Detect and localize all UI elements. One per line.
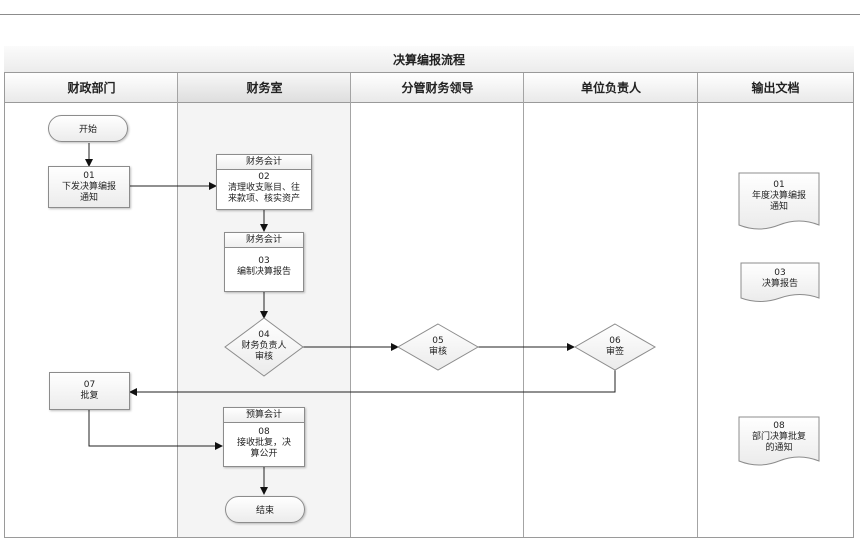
step-03-number: 03 — [258, 256, 270, 266]
lane-header-finance-office: 财务室 — [178, 73, 351, 103]
step-05-label: 05 审核 — [398, 336, 478, 358]
step-04-number: 04 — [258, 330, 270, 340]
document-08-text: 部门决算批复 — [751, 432, 806, 442]
step-07-box: 07 批复 — [49, 372, 130, 410]
step-02-text: 清理收支账目、往 — [227, 183, 300, 193]
lane-header-unit-head: 单位负责人 — [524, 73, 698, 103]
step-07-number: 07 — [83, 380, 96, 390]
document-08-number: 08 — [773, 421, 785, 431]
step-04-text: 财务负责人 — [241, 341, 287, 351]
step-01-box: 01 下发决算编报 通知 — [48, 166, 130, 208]
document-08-text-2: 的通知 — [765, 443, 793, 453]
step-03-text: 编制决算报告 — [236, 267, 291, 277]
step-04-label: 04 财务负责人 审核 — [224, 330, 304, 363]
step-01-number: 01 — [83, 170, 95, 181]
step-08-number: 08 — [258, 427, 270, 437]
step-05-number: 05 — [432, 336, 444, 346]
step-08-box: 预算会计 08 接收批复，决 算公开 — [223, 407, 305, 467]
step-06-text: 审签 — [605, 347, 624, 357]
step-06-number: 06 — [609, 336, 621, 346]
step-07-text: 批复 — [80, 391, 99, 401]
step-02-text-2: 来款项、核实资产 — [227, 194, 300, 204]
step-05-text: 审核 — [428, 347, 447, 357]
document-08-label: 08 部门决算批复 的通知 — [739, 421, 819, 454]
step-03-box: 财务会计 03 编制决算报告 — [224, 232, 304, 292]
top-rule — [0, 14, 860, 15]
edge-06-07 — [129, 367, 616, 396]
end-node: 结束 — [225, 496, 305, 523]
step-08-text-2: 算公开 — [250, 449, 278, 459]
document-03 — [740, 262, 820, 302]
lane-header-finance-dept: 财政部门 — [5, 73, 178, 103]
lane-divider — [350, 73, 351, 537]
step-02-box: 财务会计 02 清理收支账目、往 来款项、核实资产 — [216, 154, 312, 210]
decision-06 — [573, 323, 657, 371]
document-03-text: 决算报告 — [761, 279, 798, 289]
document-03-number: 03 — [774, 268, 786, 278]
document-01-label: 01 年度决算编报 通知 — [739, 180, 819, 213]
start-node: 开始 — [48, 115, 128, 142]
lane-divider — [523, 73, 524, 537]
step-08-text: 接收批复，决 — [236, 438, 291, 448]
flowchart-title: 决算编报流程 — [4, 46, 854, 73]
step-02-number: 02 — [258, 172, 270, 182]
lane-divider — [697, 73, 698, 537]
lane-divider — [177, 73, 178, 537]
document-08 — [738, 416, 820, 466]
document-01-text-2: 通知 — [769, 202, 788, 212]
step-03-role: 财务会计 — [225, 233, 303, 248]
lane-header-finance-leader: 分管财务领导 — [351, 73, 524, 103]
document-01 — [738, 172, 820, 230]
lane-header-output-docs: 输出文档 — [698, 73, 853, 103]
document-01-number: 01 — [773, 180, 785, 190]
decision-05 — [396, 323, 480, 371]
step-01-text-2: 通知 — [79, 192, 98, 203]
step-08-role: 预算会计 — [224, 408, 304, 423]
decision-04 — [224, 317, 304, 377]
step-04-text-2: 审核 — [254, 352, 273, 362]
flowchart-frame — [4, 46, 854, 538]
document-01-text: 年度决算编报 — [751, 191, 806, 201]
step-02-role: 财务会计 — [217, 155, 311, 170]
document-03-label: 03 决算报告 — [741, 268, 819, 290]
step-01-text: 下发决算编报 — [61, 181, 116, 192]
edge-07-08 — [88, 410, 223, 450]
step-06-label: 06 审签 — [575, 336, 655, 358]
